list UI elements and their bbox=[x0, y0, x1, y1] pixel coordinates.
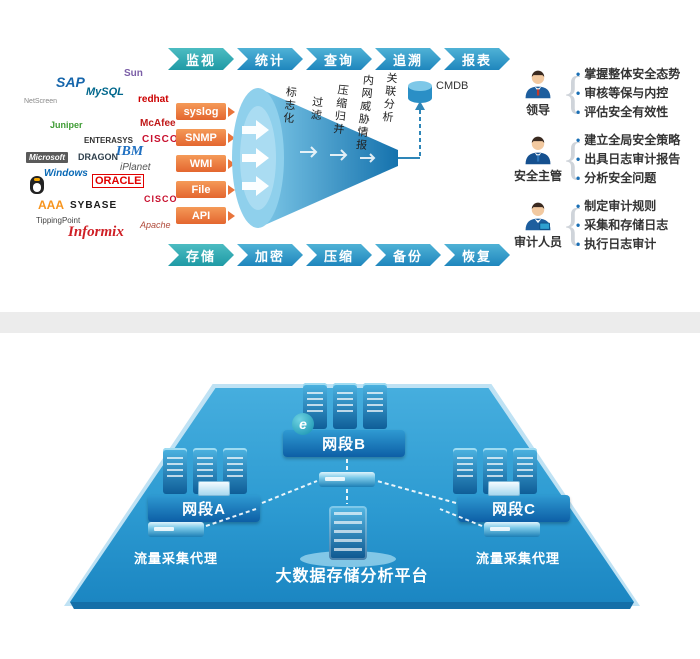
persona-auditor: 审计人员 { 制定审计规则 采集和存储日志 执行日志审计 bbox=[514, 194, 698, 256]
logo-microsoft: Microsoft bbox=[26, 152, 68, 163]
storage-stack-icon bbox=[329, 506, 367, 560]
logo-aaa: AAA bbox=[38, 198, 64, 212]
bullet-item: 制定审计规则 bbox=[576, 197, 668, 216]
logo-netscreen: NetScreen bbox=[24, 98, 58, 105]
traffic-agent-right-label: 流量采集代理 bbox=[475, 551, 560, 566]
persona-leader: 领导 { 掌握整体安全态势 审核等保与内控 评估安全有效性 bbox=[514, 62, 698, 124]
bullet-item: 出具日志审计报告 bbox=[576, 150, 680, 169]
protocol-chip-wmi: WMI bbox=[176, 155, 226, 172]
logo-iplanet: iPlanet bbox=[120, 162, 151, 173]
logo-redhat: redhat bbox=[138, 94, 169, 105]
logo-apache: Apache bbox=[140, 220, 171, 230]
traffic-agent-left-label: 流量采集代理 bbox=[133, 551, 218, 566]
logo-windows: Windows bbox=[44, 168, 88, 179]
analysis-flow-band: 监视 统计 查询 追溯 报表 bbox=[168, 48, 513, 70]
segment-c-label-bar: 网段C bbox=[458, 495, 570, 522]
platform-front-edge bbox=[70, 602, 634, 609]
flow-step-trace: 追溯 bbox=[375, 48, 441, 70]
brace-divider: { bbox=[562, 133, 585, 184]
persona-name: 安全主管 bbox=[514, 169, 563, 183]
server-tower-icon bbox=[223, 448, 247, 494]
server-cluster-segment-c bbox=[453, 448, 537, 494]
logo-sybase: SYBASE bbox=[70, 200, 118, 211]
traffic-agent-right-icon bbox=[484, 522, 540, 537]
server-tower-icon bbox=[163, 448, 187, 494]
server-tower-icon bbox=[363, 383, 387, 429]
protocol-chip-file: File bbox=[176, 181, 226, 198]
logo-tippingpoint: TippingPoint bbox=[36, 216, 81, 225]
protocol-chip-snmp: SNMP bbox=[176, 129, 226, 146]
platform-title: 大数据存储分析平台 bbox=[275, 568, 429, 585]
persona-name: 审计人员 bbox=[514, 235, 563, 249]
bullet-item: 采集和存储日志 bbox=[576, 216, 668, 235]
logo-dragon: DRAGON bbox=[78, 152, 118, 162]
funnel-icon bbox=[232, 81, 432, 228]
cmdb-database-icon bbox=[408, 81, 432, 103]
flow-step-encrypt: 加密 bbox=[237, 244, 303, 266]
person-icon bbox=[525, 70, 551, 99]
server-tower-icon bbox=[333, 383, 357, 429]
persona-bullet-list: 掌握整体安全态势 审核等保与内控 评估安全有效性 bbox=[576, 65, 680, 122]
protocol-chip-api: API bbox=[176, 207, 226, 224]
flow-step-report: 报表 bbox=[444, 48, 510, 70]
person-with-laptop-icon bbox=[525, 202, 551, 231]
persona-security-director: 安全主管 { 建立全局安全策略 出具日志审计报告 分析安全问题 bbox=[514, 128, 698, 190]
logo-informix: Informix bbox=[68, 224, 124, 240]
server-tower-icon bbox=[453, 448, 477, 494]
console-box-icon bbox=[198, 481, 230, 496]
server-cluster-segment-b bbox=[303, 383, 387, 429]
logo-oracle: ORACLE bbox=[92, 174, 145, 188]
storage-flow-band: 存储 加密 压缩 备份 恢复 bbox=[168, 244, 513, 266]
bullet-item: 掌握整体安全态势 bbox=[576, 65, 680, 84]
logo-ibm: IBM bbox=[116, 144, 144, 159]
brace-divider: { bbox=[562, 199, 585, 250]
bullet-item: 执行日志审计 bbox=[576, 235, 668, 254]
brace-divider: { bbox=[562, 67, 585, 118]
persona-bullet-list: 制定审计规则 采集和存储日志 执行日志审计 bbox=[576, 197, 668, 254]
bullet-item: 建立全局安全策略 bbox=[576, 131, 680, 150]
logo-sap: SAP bbox=[56, 74, 85, 90]
person-icon bbox=[525, 136, 551, 165]
bullet-item: 评估安全有效性 bbox=[576, 103, 680, 122]
internet-e-icon: e bbox=[292, 413, 314, 435]
logo-cisco: CISCO bbox=[142, 134, 179, 145]
console-box-icon bbox=[488, 481, 520, 496]
log-audit-overview-panel: 监视 统计 查询 追溯 报表 SAP MySQL Sun NetScreen J… bbox=[0, 0, 700, 312]
traffic-agent-left-icon bbox=[148, 522, 204, 537]
segment-a-label-bar: 网段A bbox=[148, 495, 260, 522]
persona-name: 领导 bbox=[525, 103, 550, 117]
segment-b-label-bar: 网段B bbox=[283, 430, 405, 457]
flow-step-query: 查询 bbox=[306, 48, 372, 70]
central-hub-unit-icon bbox=[319, 472, 375, 487]
persona-bullet-list: 建立全局安全策略 出具日志审计报告 分析安全问题 bbox=[576, 131, 680, 188]
linux-penguin-icon bbox=[30, 176, 44, 194]
logo-sun: Sun bbox=[124, 68, 143, 79]
flow-step-restore: 恢复 bbox=[444, 244, 510, 266]
logo-mysql: MySQL bbox=[86, 86, 124, 98]
persona-list: 领导 { 掌握整体安全态势 审核等保与内控 评估安全有效性 安全主管 { bbox=[514, 62, 698, 260]
flow-step-store: 存储 bbox=[168, 244, 234, 266]
logo-cisco-2: CISCO bbox=[144, 194, 178, 204]
protocol-chip-syslog: syslog bbox=[176, 103, 226, 120]
stage-filter: 过滤 bbox=[308, 95, 324, 123]
connection-lines bbox=[205, 459, 483, 527]
bullet-item: 审核等保与内控 bbox=[576, 84, 680, 103]
flow-step-compress: 压缩 bbox=[306, 244, 372, 266]
cmdb-label: CMDB bbox=[436, 80, 469, 92]
logo-juniper: Juniper bbox=[50, 120, 83, 130]
bullet-item: 分析安全问题 bbox=[576, 169, 680, 188]
logo-enterasys: ENTERASYS bbox=[84, 136, 133, 145]
server-tower-icon bbox=[303, 383, 327, 429]
flow-step-statistics: 统计 bbox=[237, 48, 303, 70]
flow-step-monitor: 监视 bbox=[168, 48, 234, 70]
network-topology-panel: e 网段B 网段A 网段C 大数据存储分析平台 流量采集代理 流量采集代理 bbox=[0, 333, 700, 659]
log-source-logo-cloud: SAP MySQL Sun NetScreen Juniper redhat M… bbox=[22, 62, 180, 258]
logo-mcafee: McAfee bbox=[140, 118, 176, 129]
flow-step-backup: 备份 bbox=[375, 244, 441, 266]
